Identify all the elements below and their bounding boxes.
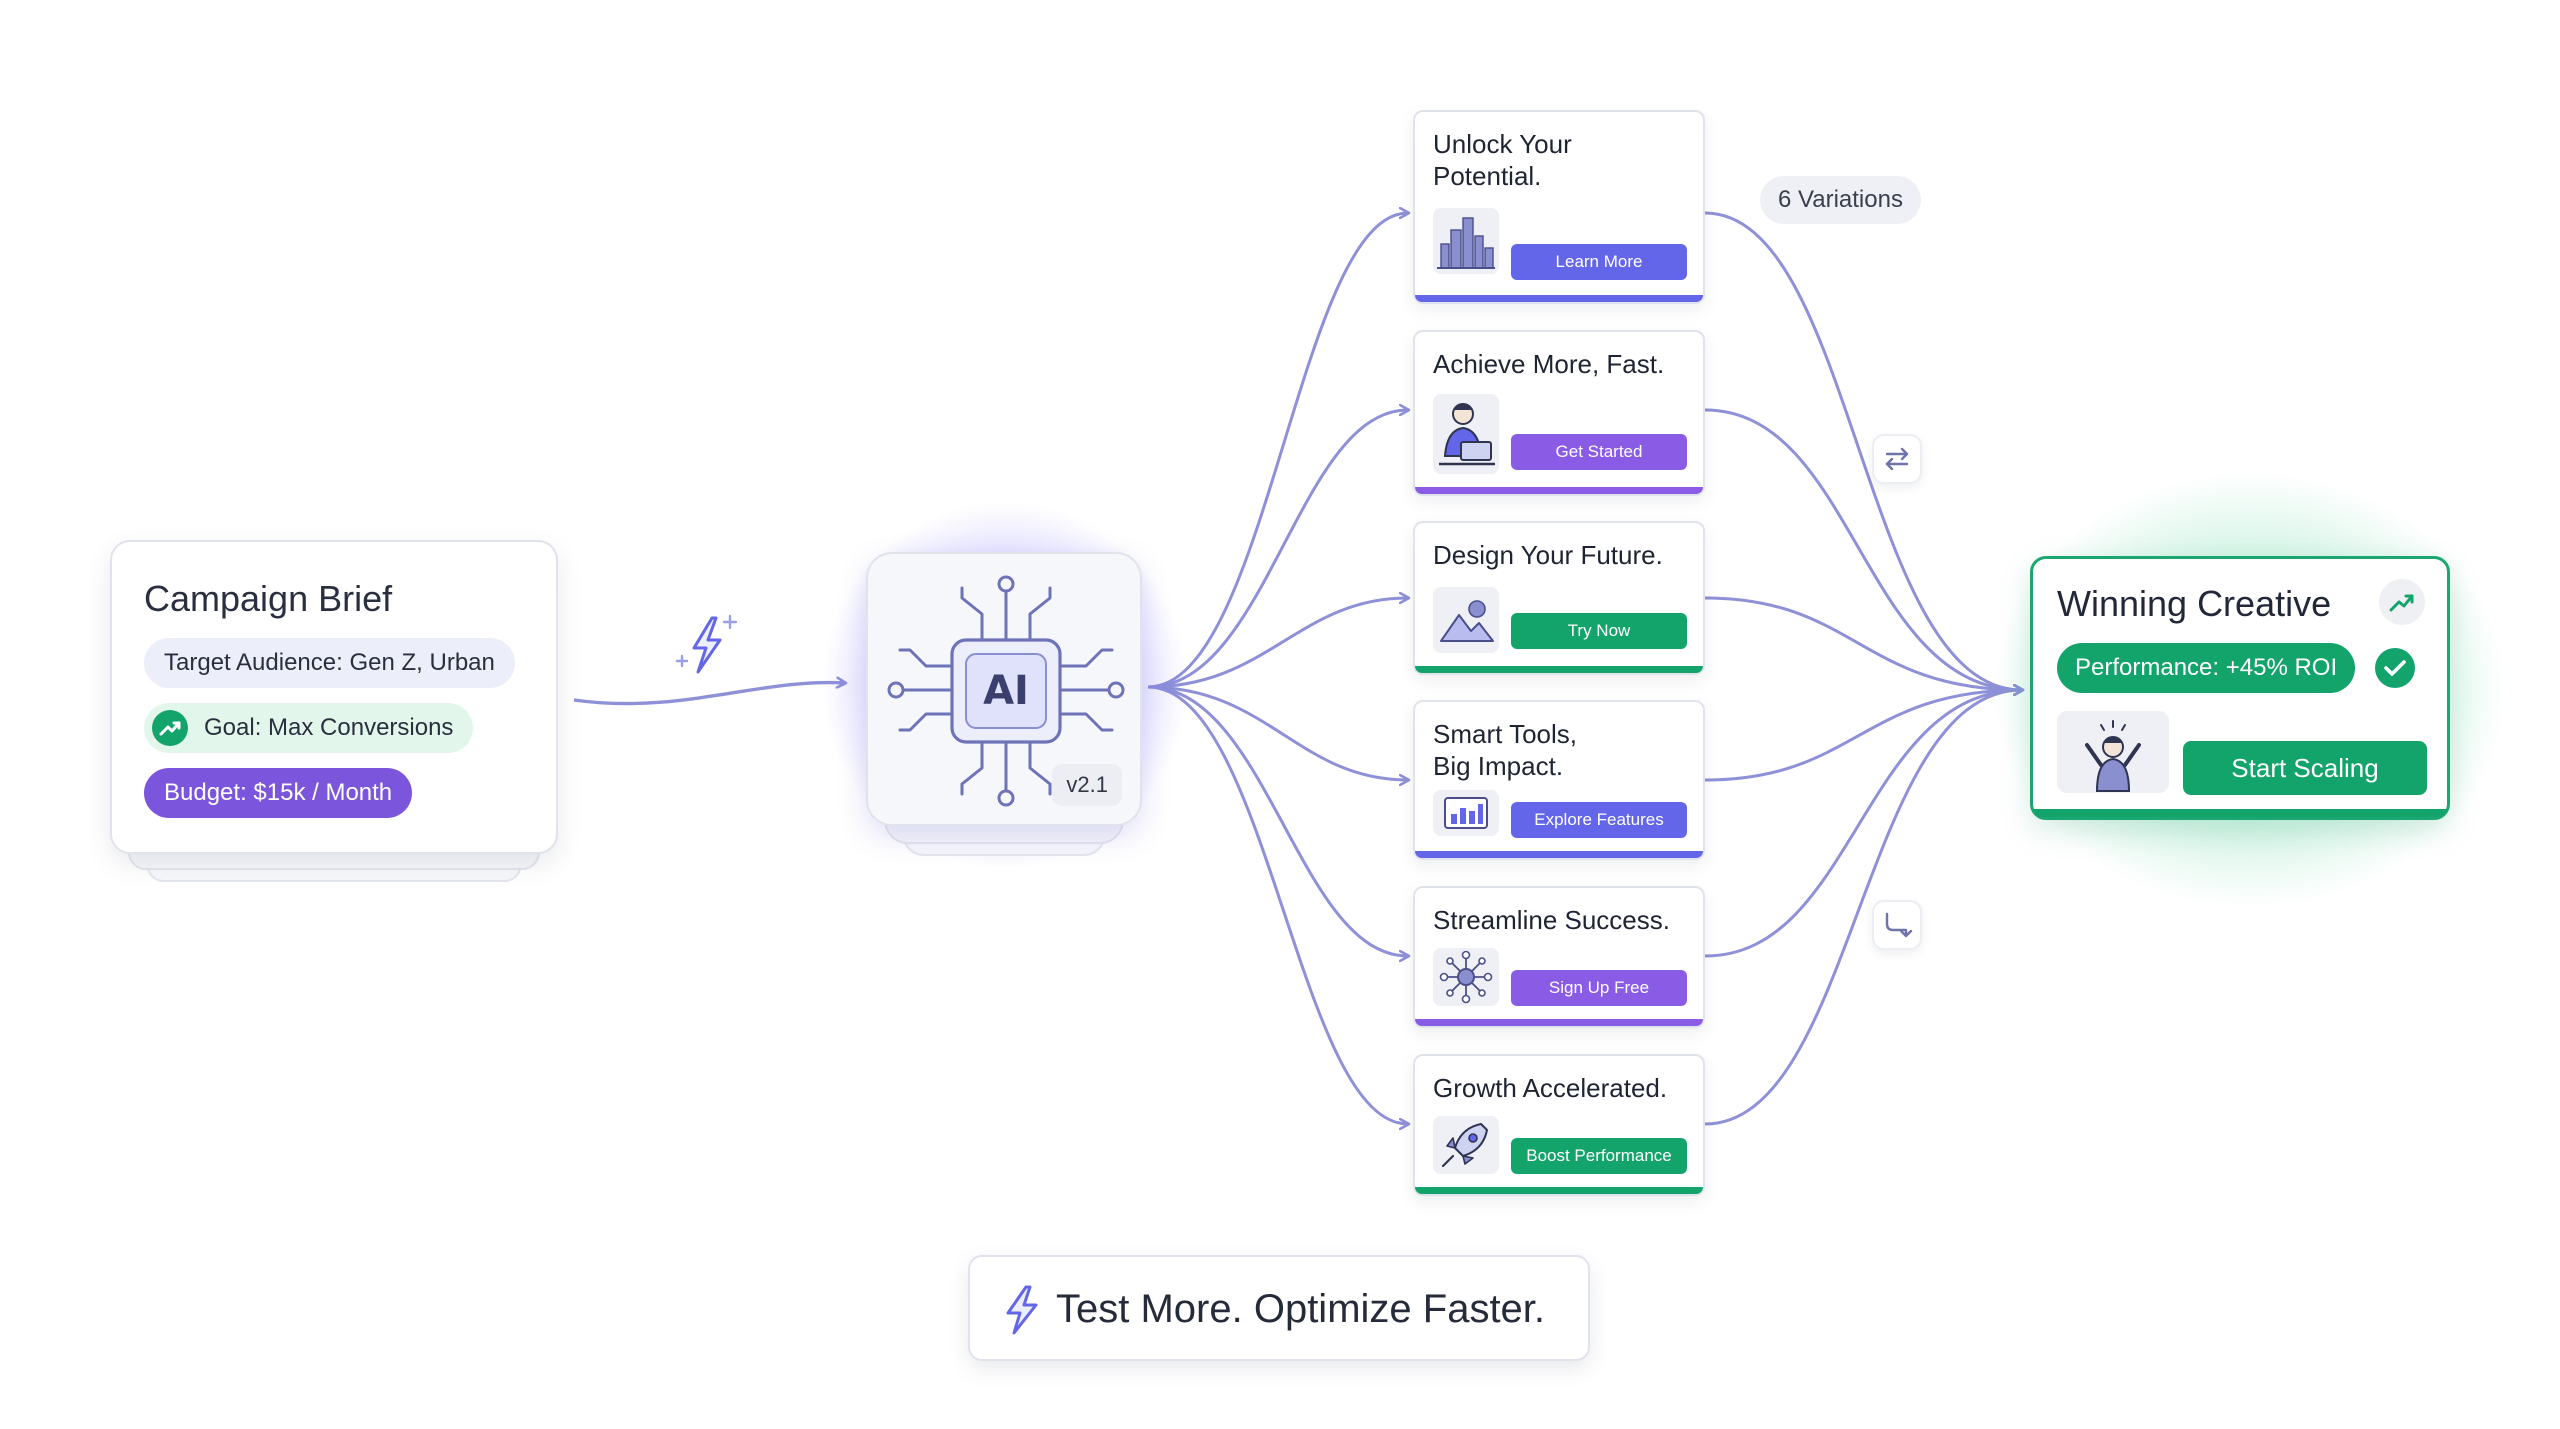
learn-more-button[interactable]: Learn More [1511,244,1687,280]
goal-pill: Goal: Max Conversions [144,703,474,753]
bar-chart-icon [1433,790,1499,836]
variant-card[interactable]: Growth Accelerated. Boost Performance [1413,1054,1705,1196]
brief-title: Campaign Brief [144,578,393,619]
network-icon [1433,948,1499,1006]
ai-to-variant-connector [1147,685,1408,956]
version-badge: v2.1 [1052,764,1122,806]
fan-out-connectors [1147,213,1408,1124]
variant-title: Smart Tools, Big Impact. [1433,719,1578,781]
brief-to-ai-connector [573,683,845,706]
tagline-card: Test More. Optimize Faster. [968,1255,1590,1361]
sign-up-free-button[interactable]: Sign Up Free [1511,970,1687,1006]
route-arrow-icon [1872,900,1922,950]
try-now-button[interactable]: Try Now [1511,613,1687,649]
variant-title: Design Your Future. [1433,540,1663,570]
ai-to-variant-connector [1147,410,1408,689]
rocket-icon [1433,1116,1499,1174]
campaign-brief-card[interactable]: Campaign Brief Target Audience: Gen Z, U… [110,540,558,854]
variant-to-winner-connector [1704,690,2022,1126]
ai-to-variant-connector [1147,685,1408,780]
fan-in-connectors [1704,211,2022,1126]
variant-accent-bar [1415,1187,1703,1194]
audience-pill: Target Audience: Gen Z, Urban [144,638,515,688]
get-started-button[interactable]: Get Started [1511,434,1687,470]
landscape-icon [1433,587,1499,653]
variant-title: Growth Accelerated. [1433,1073,1668,1103]
variant-to-winner-connector [1704,596,2022,690]
winner-accent-bar [2033,809,2447,817]
celebrating-person-icon [2057,711,2169,793]
lightning-icon [1000,1285,1044,1335]
variant-card[interactable]: Smart Tools, Big Impact. Explore Feature… [1413,700,1705,860]
trend-up-icon [152,710,188,746]
variant-accent-bar [1415,851,1703,858]
variant-card[interactable]: Streamline Success. Sign Up Free [1413,886,1705,1028]
variant-accent-bar [1415,487,1703,494]
variant-to-winner-connector [1704,690,2022,782]
sparkle-bolt-icon [675,614,738,674]
boost-performance-button[interactable]: Boost Performance [1511,1138,1687,1174]
ai-engine-card[interactable]: AI v2.1 [866,552,1142,826]
chip-circuit-icon: AI [887,575,1125,807]
start-scaling-button[interactable]: Start Scaling [2183,741,2427,795]
variations-badge: 6 Variations [1760,176,1921,224]
winning-creative-card[interactable]: Winning Creative Performance: +45% ROI S… [2030,556,2450,820]
variant-title: Achieve More, Fast. [1433,349,1665,379]
variant-card[interactable]: Design Your Future. Try Now [1413,521,1705,675]
variant-title: Streamline Success. [1433,905,1670,935]
variant-to-winner-connector [1704,211,2022,690]
variant-accent-bar [1415,1019,1703,1026]
variant-to-winner-connector [1704,408,2022,690]
variant-accent-bar [1415,295,1703,302]
ai-to-variant-connector [1147,598,1408,689]
variant-card[interactable]: Achieve More, Fast. Get Started [1413,330,1705,496]
variant-title: Unlock Your Potential. [1433,129,1572,191]
variant-accent-bar [1415,666,1703,673]
ai-to-variant-connector [1147,685,1408,1124]
tagline-text: Test More. Optimize Faster. [1056,1287,1546,1331]
variant-card[interactable]: Unlock Your Potential. Learn More [1413,110,1705,304]
winner-title: Winning Creative [2057,583,2332,624]
explore-features-button[interactable]: Explore Features [1511,802,1687,838]
check-circle-icon [2375,648,2415,688]
trend-up-icon [2379,579,2425,625]
performance-pill: Performance: +45% ROI [2057,643,2356,693]
person-laptop-icon [1433,394,1499,474]
budget-pill: Budget: $15k / Month [144,768,413,818]
variant-to-winner-connector [1704,690,2022,958]
city-skyline-icon [1433,208,1499,274]
ai-chip-label: AI [983,668,1029,714]
swap-arrows-icon [1872,434,1922,484]
ai-to-variant-connector [1147,213,1408,689]
goal-text: Goal: Max Conversions [204,714,454,741]
